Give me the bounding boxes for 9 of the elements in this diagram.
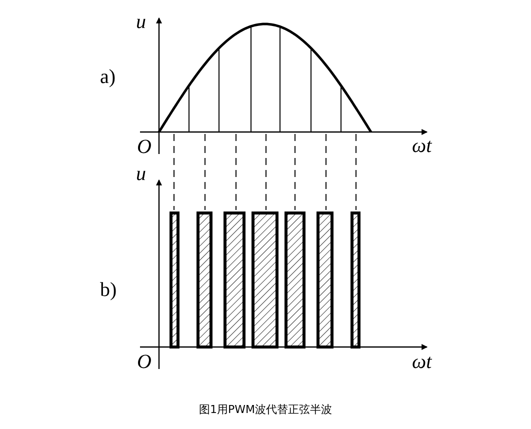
origin-label: O: [137, 137, 152, 157]
axis-label: u: [136, 12, 146, 32]
axis-label: ωt: [412, 136, 432, 156]
origin-label: O: [137, 352, 152, 372]
panel-label: b): [100, 280, 117, 300]
panel-label: a): [100, 67, 116, 87]
figure-caption: 图1用PWM波代替正弦半波: [199, 404, 332, 415]
axis-label: u: [136, 164, 146, 184]
axis-label: ωt: [412, 352, 432, 372]
